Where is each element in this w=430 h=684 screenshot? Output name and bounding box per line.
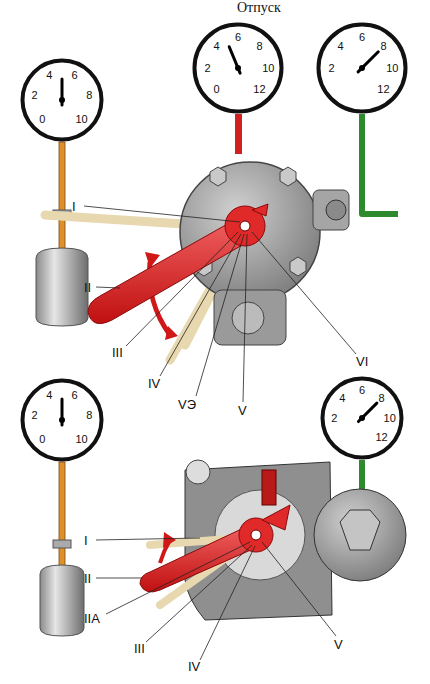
scale-number: 8 <box>86 90 92 101</box>
position-numeral: I <box>84 534 88 547</box>
scale-number: 6 <box>72 390 78 401</box>
title: Отпуск <box>237 0 281 16</box>
scale-number: 6 <box>359 32 365 43</box>
scale-number: 10 <box>75 114 87 125</box>
position-numeral: III <box>112 346 123 359</box>
position-numeral: I <box>72 200 76 213</box>
scale-number: 4 <box>339 393 345 404</box>
position-numeral: V <box>334 638 343 651</box>
scale-number: 8 <box>380 41 386 52</box>
position-numeral: II <box>84 572 91 585</box>
scale-number: 10 <box>75 434 87 445</box>
scale-number: 4 <box>46 70 52 81</box>
scale-number: 6 <box>72 70 78 81</box>
scale-number: 10 <box>386 63 398 74</box>
pressure-gauge: 24 6 810 12 <box>316 22 408 114</box>
pressure-gauge: 024 6 810 12 <box>192 22 284 114</box>
position-numeral: IV <box>148 377 160 390</box>
position-numeral: V <box>238 404 247 417</box>
scale-number: 4 <box>46 390 52 401</box>
scale-number: 12 <box>377 84 389 95</box>
position-numeral: III <box>134 642 145 655</box>
scale-number: 12 <box>253 84 265 95</box>
scale-number: 10 <box>384 413 396 424</box>
pressure-gauge: 24 6 8 10 12 <box>320 376 404 460</box>
scale-number: 2 <box>32 90 38 101</box>
position-numeral: VЭ <box>178 398 196 411</box>
scale-number: 0 <box>213 84 219 95</box>
scale-number: 2 <box>205 63 211 74</box>
scale-number: 4 <box>337 41 343 52</box>
position-numeral: IV <box>188 660 200 673</box>
scale-number: 6 <box>359 385 365 396</box>
scale-number: 8 <box>379 393 385 404</box>
scale-number: 2 <box>329 63 335 74</box>
scale-number: 6 <box>235 32 241 43</box>
scale-number: 2 <box>32 410 38 421</box>
scale-number: 8 <box>86 410 92 421</box>
scale-number: 0 <box>39 114 45 125</box>
pressure-gauge: 0 24 68 10 <box>20 58 104 142</box>
position-numeral: VI <box>356 355 368 368</box>
scale-number: 0 <box>39 434 45 445</box>
scale-number: 2 <box>331 413 337 424</box>
scale-number: 10 <box>262 63 274 74</box>
scale-number: 8 <box>256 41 262 52</box>
pressure-gauge: 0 24 68 10 <box>20 378 104 462</box>
position-numeral: II <box>84 281 91 294</box>
position-numeral: IIA <box>84 612 100 625</box>
scale-number: 12 <box>375 432 387 443</box>
scale-number: 4 <box>213 41 219 52</box>
